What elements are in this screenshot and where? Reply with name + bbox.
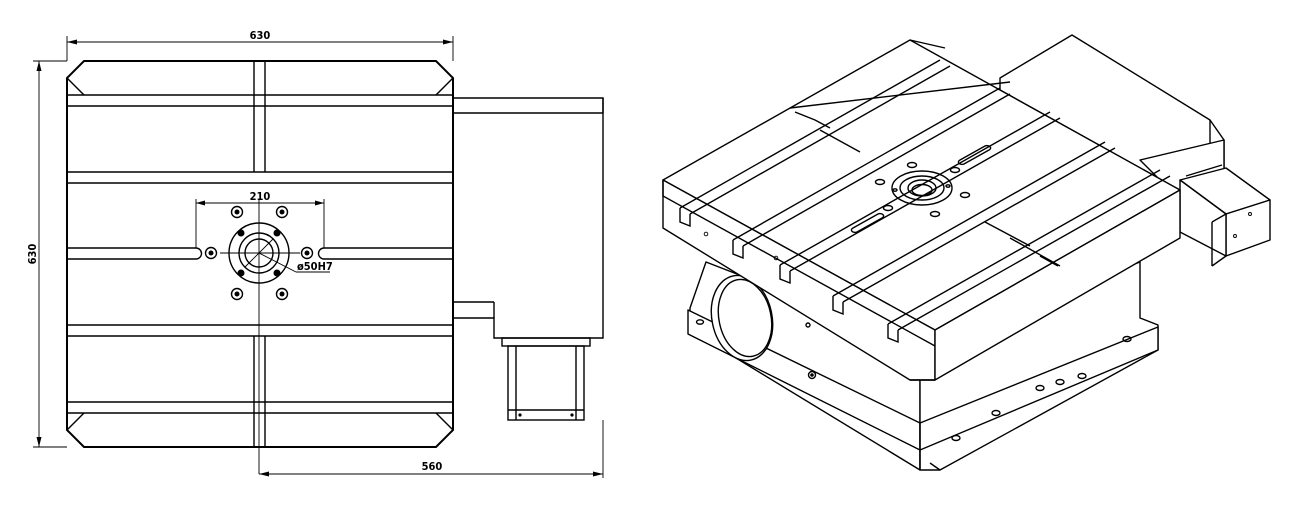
plan-view: 630 630 210 ø50H7 bbox=[26, 29, 604, 478]
table-top bbox=[662, 39, 1181, 381]
bolt-holes bbox=[204, 205, 314, 301]
dimension-560: 560 bbox=[259, 420, 604, 478]
center-hub bbox=[204, 205, 314, 301]
motor-box bbox=[1179, 164, 1271, 267]
dimension-width: 630 bbox=[66, 29, 454, 61]
t-slots bbox=[67, 94, 453, 414]
base-holes bbox=[695, 319, 1132, 442]
drive-housing bbox=[452, 97, 604, 421]
dimension-slot-spacing: 210 bbox=[195, 190, 325, 248]
dim-560-label: 560 bbox=[422, 460, 443, 473]
dim-width-label: 630 bbox=[250, 29, 271, 42]
dim-height-label: 630 bbox=[26, 244, 39, 265]
dimension-height: 630 bbox=[26, 60, 67, 448]
iso-t-slots bbox=[679, 59, 1171, 344]
table-outline bbox=[66, 60, 454, 448]
dim-210-label: 210 bbox=[250, 190, 271, 203]
isometric-view bbox=[662, 34, 1271, 471]
iso-center-hub bbox=[850, 144, 992, 234]
bore-callout: ø50H7 bbox=[296, 260, 333, 273]
bore-label: ø50H7 bbox=[297, 260, 333, 273]
inspection-cover bbox=[710, 274, 774, 362]
